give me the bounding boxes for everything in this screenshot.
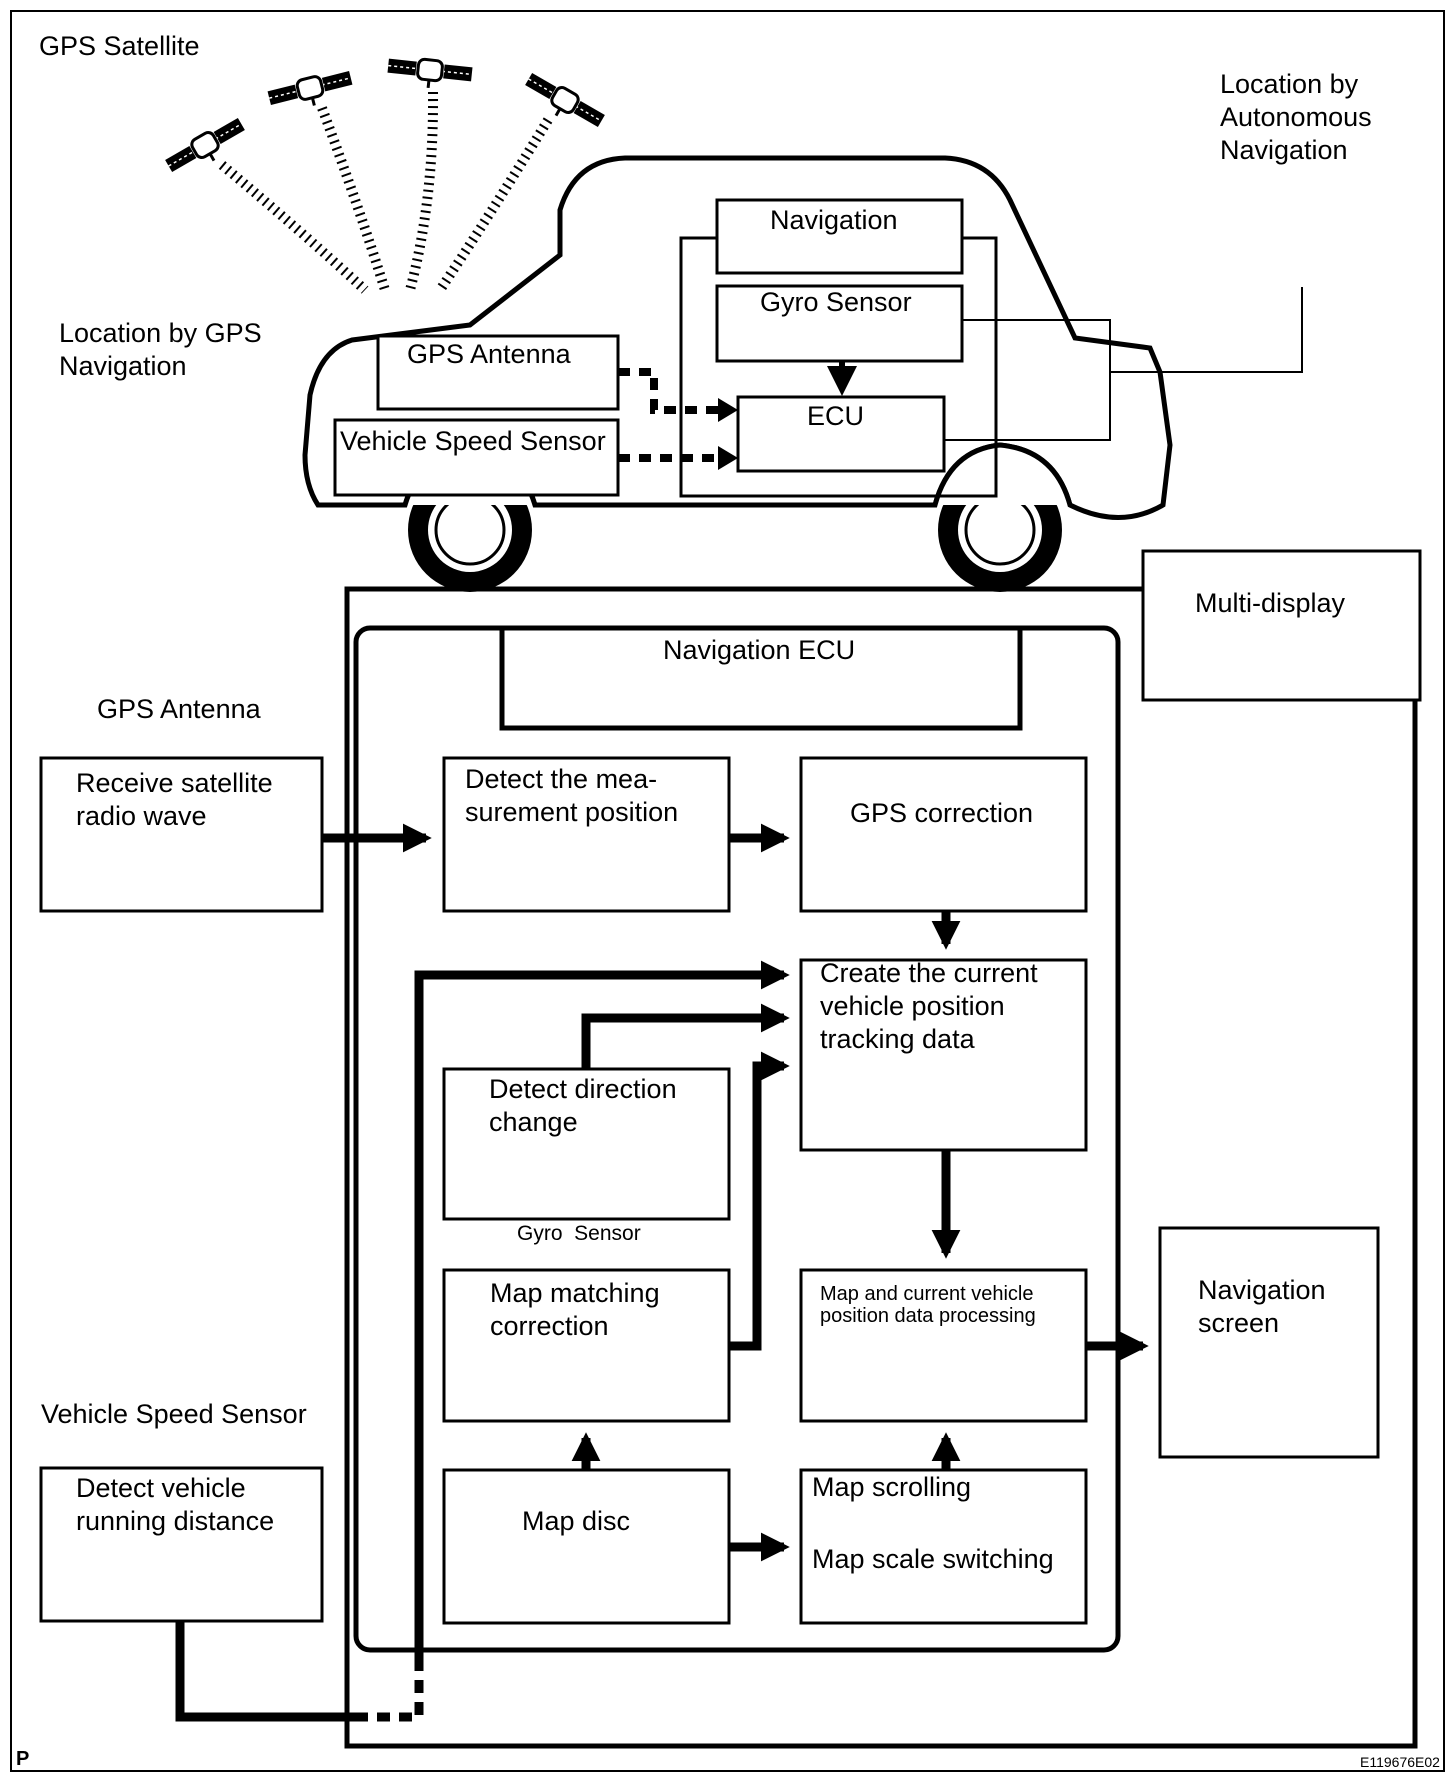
detect-direction-box — [442, 1067, 731, 1221]
navigation-screen-label: Navigation screen — [1198, 1275, 1326, 1338]
map-processing-box — [799, 1268, 1088, 1423]
navigation-ecu-label: Navigation ECU — [663, 635, 856, 665]
vehicle-gps-antenna-box — [376, 334, 620, 411]
map-disc-label: Map disc — [522, 1506, 631, 1536]
map-disc-box — [442, 1468, 731, 1625]
vehicle-ecu-label: ECU — [807, 401, 865, 431]
vehicle-speed-sensor-flow-label: Vehicle Speed Sensor — [41, 1399, 307, 1429]
map-matching-to-tracking-arrow — [729, 1051, 790, 1351]
satellite-icon-4 — [525, 72, 605, 128]
vehicle-gyro-label: Gyro Sensor — [760, 287, 912, 317]
map-scale-switching-label: Map scale switching — [812, 1544, 1054, 1574]
satellite-icon-3 — [387, 57, 473, 89]
vehicle-speed-sensor-label: Vehicle Speed Sensor — [340, 426, 606, 456]
gps-satellite-label: GPS Satellite — [39, 31, 200, 61]
detect-running-distance-label: Detect vehicle running distance — [76, 1473, 275, 1536]
navigation-ecu-tab — [499, 628, 1023, 731]
receive-satellite-box — [39, 756, 324, 913]
direction-to-tracking-arrow — [581, 1003, 790, 1069]
vehicle-gps-antenna-label: GPS Antenna — [407, 339, 571, 369]
map-scrolling-label: Map scrolling — [812, 1472, 972, 1502]
corner-p-label: P — [16, 1748, 30, 1770]
map-scrolling-box — [799, 1468, 1088, 1625]
vehicle-ecu-box — [736, 395, 946, 473]
running-distance-dashed-link — [355, 1670, 424, 1722]
vehicle-navigation-box — [715, 198, 964, 275]
autonomous-navigation-connector — [944, 319, 1111, 441]
gps-correction-label: GPS correction — [850, 798, 1034, 828]
gps-antenna-label: GPS Antenna — [97, 694, 261, 724]
vehicle-navigation-label: Navigation — [770, 205, 898, 235]
location-autonomous-label: Location by Autonomous Navigation — [1220, 69, 1372, 165]
map-matching-label: Map matching correction — [490, 1278, 660, 1341]
satellite-icon-1 — [165, 117, 245, 173]
figure-frame — [10, 10, 1445, 1772]
gyro-sensor-label: Gyro Sensor — [517, 1222, 641, 1245]
figure-code-label: E119676E02 — [1360, 1754, 1440, 1770]
location-gps-label: Location by GPS Navigation — [59, 318, 262, 381]
detect-running-distance-box — [39, 1466, 324, 1623]
detect-direction-label: Detect direction change — [489, 1074, 677, 1137]
multi-display-outer-loop — [344, 586, 1418, 1749]
speed-to-tracking-arrow — [414, 960, 790, 1670]
vehicle-gyro-box — [715, 284, 964, 363]
gps-correction-box — [799, 756, 1088, 913]
autonomous-navigation-leader — [1110, 287, 1303, 373]
navigation-screen-box — [1158, 1226, 1380, 1459]
running-distance-connector — [175, 1621, 355, 1722]
gps-antenna-to-ecu-dashed — [618, 368, 720, 414]
navigation-ecu-container — [353, 625, 1121, 1653]
multi-display-label: Multi-display — [1195, 588, 1346, 618]
satellite-icon-2 — [267, 71, 353, 106]
radio-wave-signals — [218, 91, 553, 294]
create-tracking-label: Create the current vehicle position trac… — [820, 958, 1038, 1054]
detect-measurement-label: Detect the mea- surement position — [465, 764, 679, 827]
receive-satellite-label: Receive satellite radio wave — [76, 768, 273, 831]
multi-display-box — [1141, 549, 1422, 702]
map-processing-label: Map and current vehicle position data pr… — [820, 1283, 1036, 1327]
